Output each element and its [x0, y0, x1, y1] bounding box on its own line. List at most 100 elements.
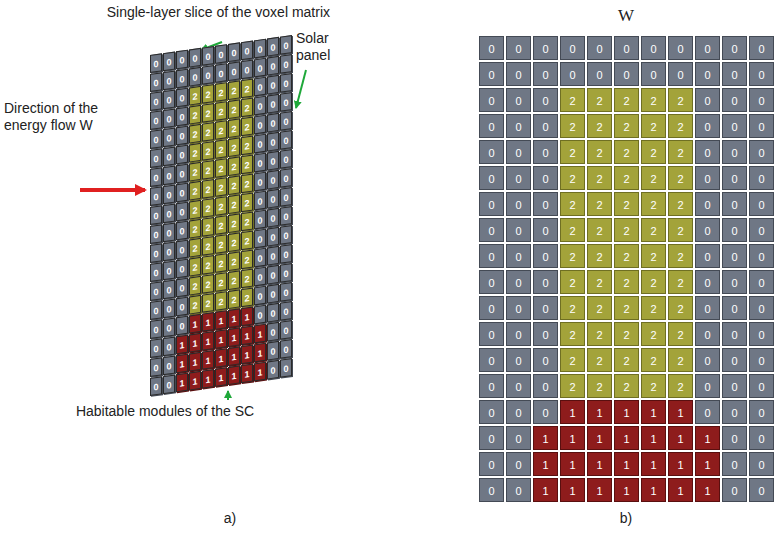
voxel-cell: 2	[228, 137, 240, 157]
voxel-cell: 1	[241, 345, 253, 365]
grid-cell: 0	[533, 166, 558, 190]
grid-cell: 0	[533, 322, 558, 346]
voxel-cell: 2	[202, 84, 214, 104]
voxel-cell: 2	[202, 217, 214, 237]
grid-cell: 0	[749, 114, 774, 138]
grid-cell: 1	[560, 478, 585, 502]
voxel-cell: 0	[150, 357, 162, 377]
voxel-cell: 1	[202, 350, 214, 370]
voxel-cell: 2	[215, 272, 227, 292]
voxel-cell: 1	[215, 329, 227, 349]
voxel-cell: 0	[176, 183, 188, 203]
grid-cell: 0	[533, 114, 558, 138]
voxel-cell: 2	[241, 136, 253, 156]
voxel-cell: 0	[189, 48, 201, 68]
grid-cell: 0	[506, 140, 531, 164]
voxel-cell: 0	[150, 110, 162, 130]
grid-cell: 2	[668, 374, 693, 398]
grid-cell: 0	[479, 140, 504, 164]
voxel-cell: 0	[163, 203, 175, 223]
grid-cell: 0	[479, 166, 504, 190]
voxel-cell: 1	[254, 324, 266, 344]
voxel-cell: 2	[241, 79, 253, 99]
voxel-cell: 0	[267, 75, 279, 95]
grid-cell: 2	[587, 374, 612, 398]
grid-cell: 2	[668, 296, 693, 320]
voxel-cell: 0	[176, 259, 188, 279]
voxel-cell: 0	[254, 96, 266, 116]
grid-cell: 0	[749, 478, 774, 502]
grid-cell: 2	[614, 244, 639, 268]
voxel-cell: 0	[215, 63, 227, 83]
grid-cell: 1	[695, 452, 720, 476]
voxel-cell: 0	[150, 338, 162, 358]
grid-cell: 2	[560, 166, 585, 190]
grid-cell: 2	[587, 322, 612, 346]
voxel-cell: 0	[163, 241, 175, 261]
grid-cell: 0	[749, 140, 774, 164]
grid-cell: 0	[749, 244, 774, 268]
grid-cell: 0	[695, 244, 720, 268]
voxel-cell: 2	[228, 194, 240, 214]
voxel-cell: 2	[202, 293, 214, 313]
grid-cell: 2	[614, 114, 639, 138]
voxel-cell: 0	[150, 148, 162, 168]
grid-cell: 0	[614, 62, 639, 86]
grid-cell: 2	[560, 88, 585, 112]
voxel-cell: 2	[241, 174, 253, 194]
grid-cell: 0	[641, 36, 666, 60]
voxel-cell: 2	[202, 141, 214, 161]
grid-cell: 0	[695, 218, 720, 242]
grid-cell: 0	[695, 192, 720, 216]
voxel-cell: 2	[215, 196, 227, 216]
voxel-cell: 1	[215, 348, 227, 368]
voxel-cell: 0	[163, 127, 175, 147]
callout-label: Single-layer slice of the voxel matrix	[40, 4, 330, 21]
grid-cell: 0	[479, 192, 504, 216]
grid-cell: 0	[695, 400, 720, 424]
grid-cell: 0	[479, 270, 504, 294]
grid-cell: 0	[506, 348, 531, 372]
grid-cell: 2	[560, 218, 585, 242]
voxel-cell: 0	[254, 286, 266, 306]
voxel-cell: 2	[189, 86, 201, 106]
grid-cell: 0	[749, 62, 774, 86]
voxel-cell: 2	[228, 232, 240, 252]
grid-cell: 0	[533, 270, 558, 294]
voxel-cell: 0	[163, 222, 175, 242]
voxel-cell: 0	[267, 189, 279, 209]
grid-cell: 0	[587, 62, 612, 86]
voxel-cell: 2	[228, 80, 240, 100]
grid-cell: 0	[587, 36, 612, 60]
grid-cell: 0	[479, 296, 504, 320]
voxel-cell: 0	[202, 65, 214, 85]
voxel-cell: 1	[189, 371, 201, 391]
voxel-cell: 2	[189, 295, 201, 315]
voxel-cell: 2	[215, 82, 227, 102]
voxel-cell: 0	[267, 227, 279, 247]
grid-cell: 0	[722, 426, 747, 450]
grid-cell: 0	[722, 36, 747, 60]
voxel-cell: 0	[150, 300, 162, 320]
grid-cell: 0	[506, 192, 531, 216]
voxel-cell: 0	[163, 336, 175, 356]
grid-cell: 0	[560, 62, 585, 86]
grid-cell: 2	[641, 348, 666, 372]
grid-cell: 1	[533, 478, 558, 502]
voxel-cell: 0	[254, 58, 266, 78]
grid-cell: 1	[668, 478, 693, 502]
grid-cell: 1	[560, 400, 585, 424]
voxel-cell: 0	[176, 107, 188, 127]
voxel-cell: 0	[267, 132, 279, 152]
voxel-cell: 2	[241, 212, 253, 232]
grid-cell: 2	[668, 348, 693, 372]
voxel-cell: 0	[267, 113, 279, 133]
grid-cell: 0	[749, 400, 774, 424]
voxel-cell: 1	[241, 364, 253, 384]
grid-cell: 2	[560, 114, 585, 138]
voxel-cell: 1	[202, 331, 214, 351]
voxel-cell: 2	[189, 105, 201, 125]
grid-cell: 1	[641, 452, 666, 476]
voxel-cell: 0	[150, 186, 162, 206]
voxel-cell: 0	[280, 320, 292, 340]
